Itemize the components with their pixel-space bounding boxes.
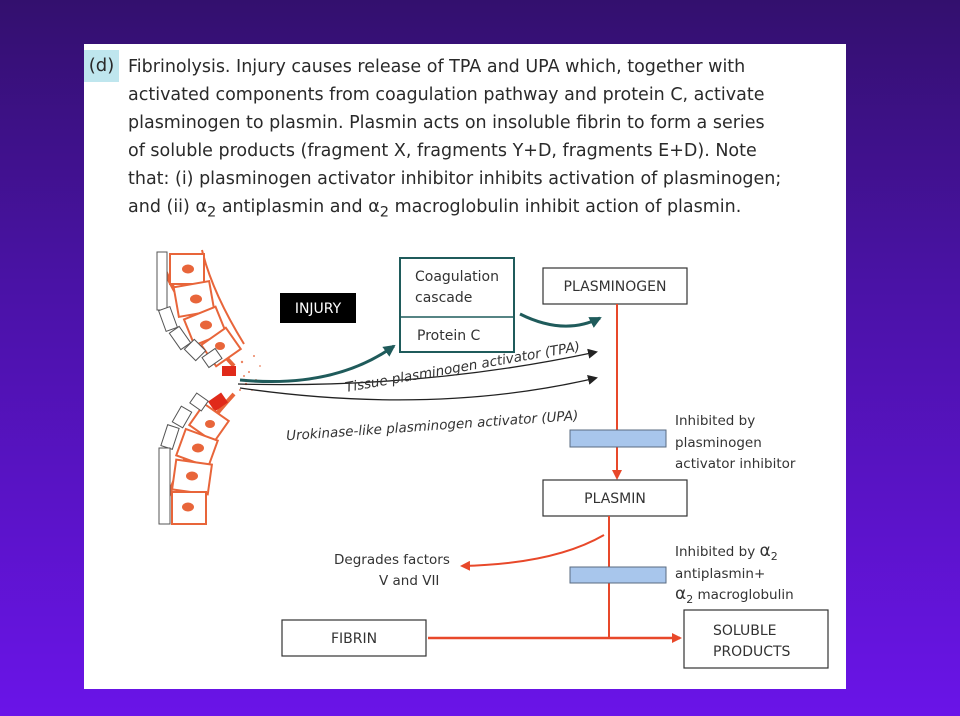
- plasmin-label: PLASMIN: [584, 491, 646, 507]
- caption-line-5: that: (i) plasminogen activator inhibito…: [128, 169, 782, 189]
- caption-line-6: and (ii) α2 antiplasmin and α2 macroglob…: [128, 194, 741, 226]
- injury-particles: [239, 355, 261, 391]
- plasmin-box: [542, 479, 688, 517]
- degrades-line-1: Degrades factors: [334, 552, 450, 568]
- protein-c-label: Protein C: [417, 328, 481, 344]
- inhibitor-bar-2: [569, 566, 667, 584]
- caption-line-1: Fibrinolysis. Injury causes release of T…: [128, 57, 746, 77]
- inhibitor-1-line-2: plasminogen: [675, 435, 762, 451]
- inhibitor-bar-1: [569, 429, 667, 448]
- alpha-symbol: α: [368, 197, 380, 217]
- slide-panel: (d) Fibrinolysis. Injury causes release …: [84, 44, 846, 689]
- plasminogen-box: [542, 267, 688, 305]
- injury-box: [280, 293, 356, 323]
- injury-to-proteinc-arrow: [239, 344, 396, 384]
- damaged-cell: [208, 392, 228, 412]
- panel-label: (d): [84, 50, 119, 82]
- caption-line-6-mid: antiplasmin and: [216, 197, 369, 217]
- caption-line-6-end: macroglobulin inhibit action of plasmin.: [389, 197, 742, 217]
- fibrin-box: [281, 619, 427, 657]
- caption-line-2: activated components from coagulation pa…: [128, 85, 765, 105]
- inhibitor-2-line-2: antiplasmin+: [675, 566, 765, 582]
- injury-label: INJURY: [295, 301, 342, 317]
- coagulation-box: [399, 257, 515, 353]
- soluble-products-box: [683, 609, 829, 669]
- fibrinolysis-diagram: INJURY Coagulation cascade Protein C PLA…: [156, 249, 829, 669]
- inhibitor-2-line-3-text: macroglobulin: [693, 587, 793, 603]
- alpha-symbol: α: [759, 541, 770, 561]
- tpa-arrow: [237, 348, 598, 386]
- upper-epithelium: [156, 249, 245, 376]
- coagulation-label-1: Coagulation: [415, 269, 499, 285]
- alpha-symbol: α: [195, 197, 207, 217]
- inhibitor-2-line-1: Inhibited by α2: [675, 541, 778, 563]
- subscript-2: 2: [379, 203, 390, 221]
- inhibitor-2-line-3: α2 macroglobulin: [675, 584, 794, 606]
- subscript-2: 2: [771, 550, 778, 563]
- caption-line-6-start: and (ii): [128, 197, 196, 217]
- inhibitor-1-line-1: Inhibited by: [675, 413, 755, 429]
- damaged-cell: [222, 366, 236, 376]
- lower-epithelium: [158, 392, 236, 525]
- upa-arrow: [239, 374, 598, 401]
- plasminogen-label: PLASMINOGEN: [564, 279, 667, 295]
- alpha-symbol: α: [675, 584, 686, 604]
- inhibitor-1-line-3: activator inhibitor: [675, 456, 796, 472]
- caption-line-3: plasminogen to plasmin. Plasmin acts on …: [128, 113, 765, 133]
- coagulation-to-plasminogen-arrow: [519, 312, 602, 328]
- soluble-label-2: PRODUCTS: [713, 644, 791, 660]
- upa-label: Urokinase-like plasminogen activator (UP…: [286, 408, 579, 444]
- caption-line-4: of soluble products (fragment X, fragmen…: [128, 141, 757, 161]
- subscript-2: 2: [686, 593, 693, 606]
- fibrin-label: FIBRIN: [331, 631, 377, 647]
- coagulation-label-2: cascade: [415, 290, 472, 306]
- soluble-label-1: SOLUBLE: [713, 623, 777, 639]
- plasmin-to-degrades-arrow: [460, 534, 605, 571]
- subscript-2: 2: [206, 203, 217, 221]
- inhibitor-2-line-1-text: Inhibited by: [675, 544, 759, 560]
- degrades-line-2: V and VII: [379, 573, 439, 589]
